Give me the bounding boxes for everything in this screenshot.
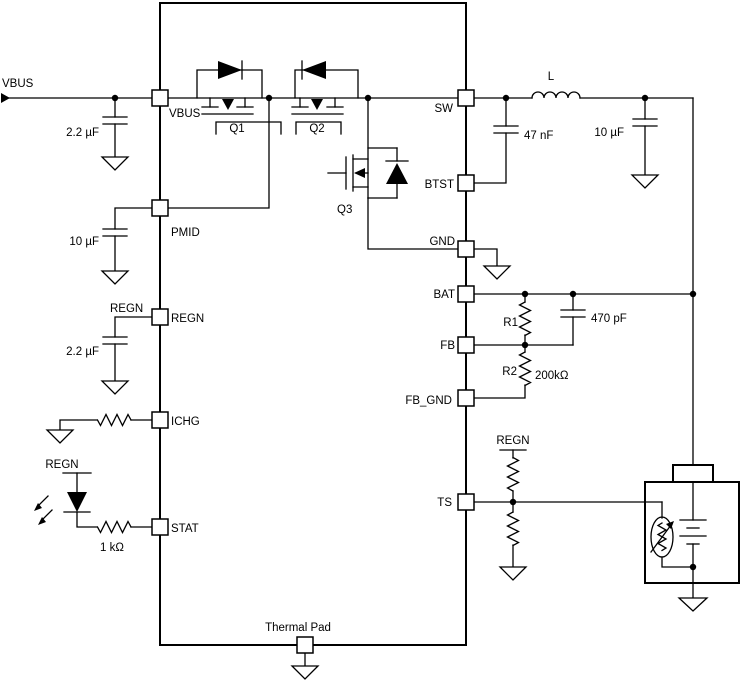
inductor-label: L xyxy=(548,71,555,83)
resistor-r1: R1 xyxy=(503,293,532,346)
net-label-regn-ts: REGN xyxy=(496,435,529,447)
input-arrow-icon xyxy=(1,93,10,103)
pin-pmid xyxy=(151,199,169,217)
r2-label: R2 xyxy=(502,366,517,378)
ground-icon xyxy=(100,156,130,171)
pin-label-regn: REGN xyxy=(171,313,204,325)
pin-label-btst: BTST xyxy=(425,179,454,191)
pin-label-fb: FB xyxy=(440,340,455,352)
bootstrap-cap-value: 47 nF xyxy=(524,130,553,142)
q1-body-diode-icon xyxy=(218,61,242,79)
q3-body-diode-icon xyxy=(386,163,408,184)
pin-label-ts: TS xyxy=(437,497,452,509)
sw-output-section: L 47 nF 10 µF xyxy=(473,71,694,466)
stat-resistor-value: 1 kΩ xyxy=(100,542,124,554)
r2-value: 200kΩ xyxy=(535,370,569,382)
thermistor-icon xyxy=(650,501,694,568)
output-capacitor: 10 µF xyxy=(594,97,660,189)
pin-label-gnd: GND xyxy=(429,236,455,248)
ground-icon xyxy=(100,270,130,285)
fet-q1: Q1 xyxy=(196,60,282,135)
ichg-section xyxy=(45,413,153,444)
pin-label-stat: STAT xyxy=(171,523,199,535)
ic-pins xyxy=(151,89,475,654)
net-label-regn-led: REGN xyxy=(45,459,78,471)
input-capacitor: 2.2 µF xyxy=(66,94,130,171)
pin-btst xyxy=(457,174,475,192)
pin-label-fb-gnd: FB_GND xyxy=(405,395,452,407)
ground-icon xyxy=(100,380,130,395)
ground-icon xyxy=(677,597,709,612)
pin-vbus xyxy=(151,89,169,107)
internal-top-rail xyxy=(167,94,459,209)
regn-section: REGN 2.2 µF xyxy=(66,303,153,395)
battery-pack-outline xyxy=(644,481,740,584)
ground-icon xyxy=(290,665,320,680)
battery-tab xyxy=(672,464,714,483)
pin-sw xyxy=(457,89,475,107)
q2-body-diode-icon xyxy=(302,61,326,79)
pin-stat xyxy=(151,518,169,536)
fet-q3: Q3 xyxy=(327,97,459,250)
pin-label-sw: SW xyxy=(434,103,453,115)
gnd-section xyxy=(473,248,512,280)
q3-label: Q3 xyxy=(337,204,352,216)
led-icon xyxy=(34,472,92,525)
comp-capacitor: 470 pF xyxy=(560,293,627,346)
fet-q2: Q2 xyxy=(291,60,359,135)
pin-fb xyxy=(457,336,475,354)
output-cap-value: 10 µF xyxy=(594,127,624,139)
net-label-regn: REGN xyxy=(110,303,143,315)
q3-body-arrow-icon xyxy=(354,168,365,178)
ts-section: REGN xyxy=(473,435,663,581)
r1-label: R1 xyxy=(503,317,518,329)
pmid-section: 10 µF xyxy=(69,207,153,285)
battery-feedback-section: R1 470 pF R2 200kΩ xyxy=(473,290,697,399)
pin-bat xyxy=(457,285,475,303)
regn-cap-value: 2.2 µF xyxy=(66,346,99,358)
comp-cap-value: 470 pF xyxy=(591,313,627,325)
pin-gnd xyxy=(457,240,475,258)
ground-icon xyxy=(498,566,528,581)
pin-fb-gnd xyxy=(457,389,475,407)
pin-ts xyxy=(457,493,475,511)
pin-thermal-pad xyxy=(296,636,314,654)
input-cap-value: 2.2 µF xyxy=(66,127,99,139)
inductor-icon xyxy=(531,91,581,99)
pin-label-bat: BAT xyxy=(433,289,455,301)
ground-icon xyxy=(45,429,75,444)
q1-label: Q1 xyxy=(229,123,244,135)
ic-pin-labels: VBUS PMID REGN ICHG STAT SW BTST GND BAT… xyxy=(169,103,455,535)
resistor-r2: R2 200kΩ xyxy=(473,344,569,399)
q1-body-arrow-icon xyxy=(222,99,234,110)
ground-icon xyxy=(630,174,660,189)
q2-body-arrow-icon xyxy=(311,99,323,110)
battery-pack xyxy=(644,464,740,612)
net-label-vbus: VBUS xyxy=(2,78,34,90)
pin-label-pmid: PMID xyxy=(171,227,200,239)
bootstrap-capacitor: 47 nF xyxy=(473,97,553,184)
ground-icon xyxy=(482,265,512,280)
pin-label-ichg: ICHG xyxy=(171,416,200,428)
pin-regn xyxy=(151,308,169,326)
thermal-pad-label: Thermal Pad xyxy=(265,622,331,634)
q2-label: Q2 xyxy=(309,123,324,135)
stat-led-section: 1 kΩ REGN xyxy=(34,459,153,554)
vbus-input-section: VBUS 2.2 µF xyxy=(1,78,153,171)
pmid-cap-value: 10 µF xyxy=(69,236,99,248)
pin-label-vbus: VBUS xyxy=(169,108,201,120)
battery-cell-icon xyxy=(679,481,707,599)
thermal-pad-section: Thermal Pad xyxy=(265,622,331,680)
pin-ichg xyxy=(151,411,169,429)
